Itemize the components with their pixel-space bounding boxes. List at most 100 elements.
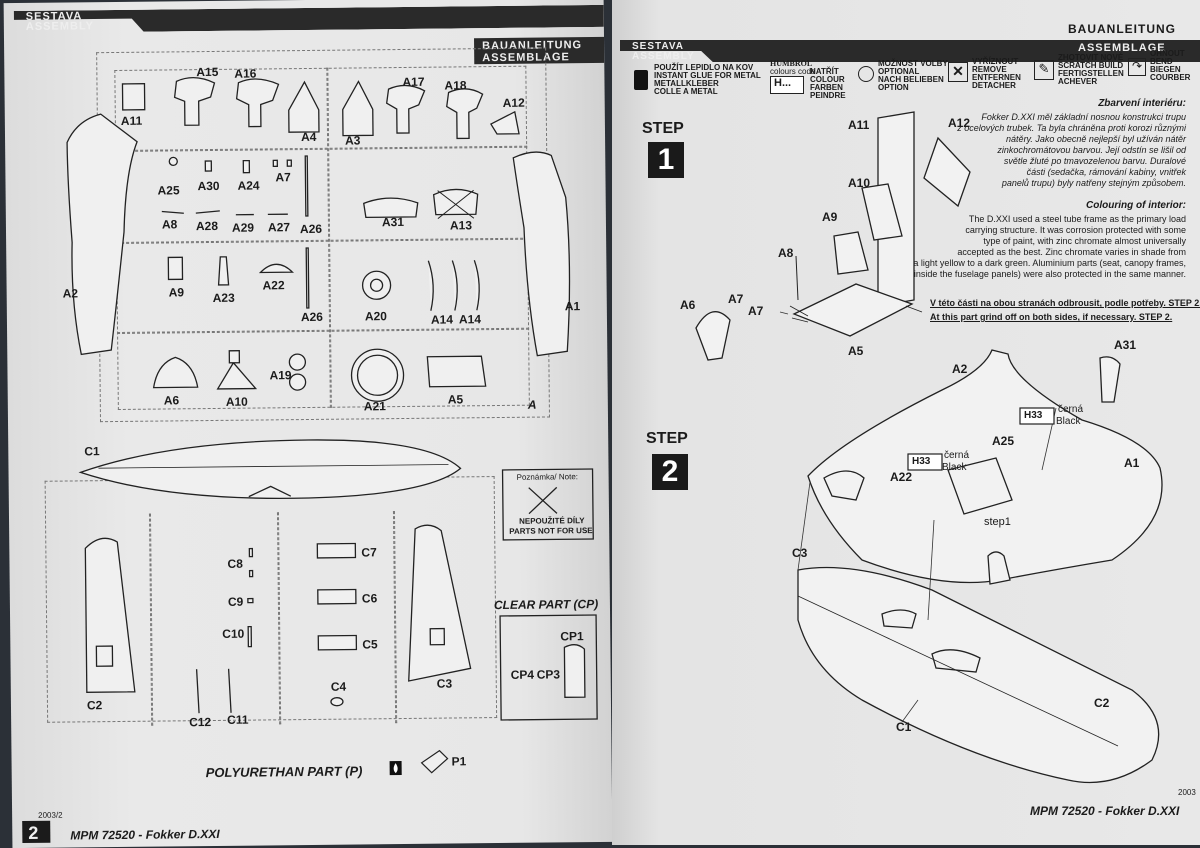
sprue-letter: A — [527, 397, 537, 412]
step1-part-A8: A8 — [778, 246, 794, 260]
legend-bend-line-3: BIEGEN — [1150, 65, 1181, 74]
legend-option-line-4: OPTION — [878, 83, 909, 92]
paint-icon — [770, 76, 804, 94]
part-label-A29: A29 — [231, 220, 255, 235]
polyurethan-part-P1: P1 — [451, 754, 467, 769]
paint-callout-2-code: H33 — [1024, 410, 1043, 421]
note-line-en: PARTS NOT FOR USE — [509, 526, 593, 536]
legend-scratch-line-2: SCRATCH BUILD — [1058, 61, 1124, 70]
legend-remove-line-2: REMOVE — [972, 65, 1007, 74]
part-label-A20: A20 — [364, 309, 388, 324]
clear-part-CP3: CP3 — [536, 667, 561, 682]
part-label-C2: C2 — [86, 698, 103, 713]
right-header-right-top: BAUANLEITUNG — [1068, 22, 1176, 36]
interior-en-paragraph: The D.XXI used a steel tube frame as the… — [876, 214, 1186, 280]
part-label-A26-2: A26 — [300, 309, 324, 325]
part-label-A31: A31 — [381, 214, 405, 230]
legend-option-line-3: NACH BELIEBEN — [878, 75, 944, 84]
legend-paint-line-2: NATŘÍT — [810, 67, 839, 76]
interior-en-title: Colouring of interior: — [1086, 200, 1186, 211]
interior-cz-line: Fokker D.XXI měl základní nosnou konstru… — [981, 112, 1186, 122]
part-label-C1: C1 — [84, 444, 100, 459]
legend-bend: ↷ OHNOUT BEND BIEGEN COURBER — [1128, 50, 1200, 88]
part-label-C9: C9 — [227, 594, 244, 609]
part-label-A16: A16 — [234, 66, 257, 81]
part-label-A12: A12 — [502, 95, 525, 110]
legend-remove-line-4: DETACHER — [972, 81, 1016, 90]
grind-note-cz: V této části na obou stranách odbrousit,… — [930, 298, 1200, 308]
legend-option-line-2: OPTIONAL — [878, 67, 920, 76]
left-footer: MPM 72520 - Fokker D.XXI — [70, 826, 220, 843]
part-label-A11: A11 — [120, 113, 143, 128]
part-label-A23: A23 — [212, 290, 235, 305]
interior-en-line: type of paint, with zinc chromate almost… — [983, 236, 1186, 246]
part-label-C7: C7 — [361, 545, 377, 560]
part-label-A8: A8 — [161, 217, 178, 232]
part-label-C3: C3 — [436, 676, 453, 691]
scratch-build-icon: ✎ — [1034, 60, 1054, 80]
legend-bend-line-2: BEND — [1150, 57, 1173, 66]
clear-part-CP4: CP4 — [510, 667, 535, 682]
bend-icon: ↷ — [1128, 58, 1146, 76]
legend-glue-line-4: COLLE A METAL — [654, 87, 718, 96]
part-label-A21: A21 — [363, 399, 386, 414]
legend-paint-line-3: COLOUR — [810, 75, 845, 84]
step1-part-A12: A12 — [948, 116, 971, 130]
step1-part-A5: A5 — [848, 344, 864, 358]
legend-paint: HUMBROL colours code H... NATŘÍT COLOUR … — [770, 60, 870, 100]
legend-scratch-line-3: FERTIGSTELLEN — [1058, 69, 1124, 78]
part-label-A15: A15 — [196, 64, 219, 80]
part-label-A27: A27 — [267, 220, 291, 235]
interior-cz-line: části (sedačka, rámování kabiny, vnitřek — [1026, 167, 1186, 177]
interior-en-line: carrying structure. It was corrosion pro… — [965, 225, 1186, 235]
part-label-A14-2: A14 — [458, 312, 482, 327]
note-title: Poznámka/ Note: — [516, 472, 579, 482]
step2-word: STEP — [646, 430, 688, 447]
step1-word: STEP — [642, 120, 684, 137]
interior-en-line: a light yellow to a dark green. Aluminiu… — [913, 258, 1186, 268]
right-header-top: SESTAVA — [632, 41, 685, 52]
glue-icon — [634, 70, 648, 90]
part-label-A17: A17 — [402, 74, 425, 89]
right-header-bottom: ASSEMBLY — [632, 51, 695, 62]
step2-part-step1: step1 — [984, 516, 1011, 528]
step2-number: 2 — [652, 454, 688, 490]
part-label-A2: A2 — [62, 286, 79, 301]
part-label-A18: A18 — [444, 78, 467, 93]
legend-bend-line-4: COURBER — [1150, 73, 1191, 82]
step2-part-A25: A25 — [992, 434, 1015, 448]
part-label-C6: C6 — [361, 591, 378, 606]
step2-part-A2: A2 — [952, 362, 968, 376]
interior-cz-line: z ocelových trubek. Ta byla chráněna pro… — [957, 123, 1186, 133]
part-label-C8: C8 — [227, 556, 243, 571]
interior-cz-paragraph: Fokker D.XXI měl základní nosnou konstru… — [946, 112, 1186, 189]
legend-paint-line-4: FARBEN — [810, 83, 843, 92]
legend-glue: POUŽÍT LEPIDLO NA KOV INSTANT GLUE FOR M… — [634, 64, 774, 100]
option-icon — [858, 66, 874, 82]
part-label-C5: C5 — [362, 637, 378, 652]
legend-scratch-line-4: ACHEVER — [1058, 77, 1098, 86]
part-label-A9: A9 — [168, 285, 185, 300]
part-label-C12: C12 — [189, 715, 212, 730]
paint-callout-2-en: Black — [1056, 416, 1081, 427]
part-label-A1: A1 — [564, 299, 581, 314]
legend-glue-line-3: METALLKLEBER — [654, 79, 719, 88]
part-label-A25: A25 — [157, 183, 180, 198]
paint-callout-2-cz: černá — [1058, 404, 1084, 415]
part-label-A24: A24 — [237, 178, 260, 193]
part-label-C10: C10 — [222, 626, 245, 641]
paint-callout-1-code: H33 — [912, 456, 931, 467]
left-parts-drawing — [22, 77, 598, 844]
grind-note-en: At this part grind off on both sides, if… — [930, 312, 1173, 322]
legend-paint-line-1: colours code — [770, 67, 816, 76]
paint-callout-1-cz: černá — [944, 450, 970, 461]
step1-part-A7: A7 — [728, 292, 744, 306]
legend-remove-line-1: VYŘÍZNOUT — [972, 57, 1019, 66]
step1-part-A10: A10 — [848, 176, 871, 190]
legend-glue-line-2: INSTANT GLUE FOR METAL — [654, 71, 761, 80]
legend-bend-line-1: OHNOUT — [1150, 49, 1185, 58]
part-label-A14: A14 — [430, 312, 454, 327]
polyurethan-title: POLYURETHAN PART (P) — [205, 763, 363, 781]
part-label-A7: A7 — [275, 170, 291, 185]
step2-part-C3: C3 — [792, 546, 808, 560]
